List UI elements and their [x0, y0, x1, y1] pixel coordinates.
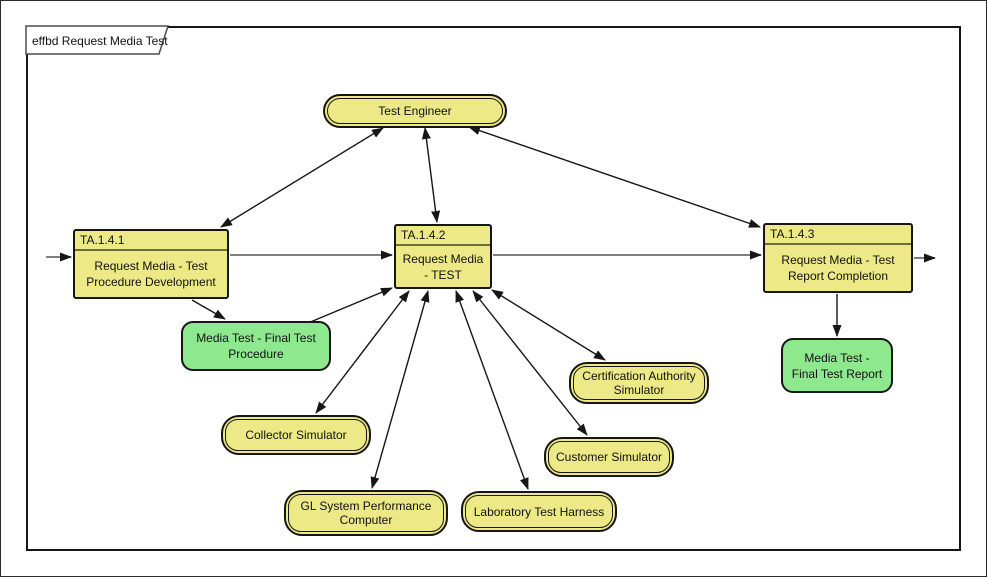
- node-ta143[interactable]: TA.1.4.3 Request Media - Test Report Com…: [763, 223, 913, 293]
- node-laboratory-test-harness[interactable]: Laboratory Test Harness: [461, 491, 617, 532]
- node-ta141[interactable]: TA.1.4.1 Request Media - Test Procedure …: [73, 229, 229, 299]
- diagram-frame: [26, 26, 961, 551]
- node-ta142[interactable]: TA.1.4.2 Request Media - TEST: [394, 224, 492, 289]
- node-certification-authority-simulator[interactable]: Certification Authority Simulator: [569, 362, 709, 404]
- diagram-tab-title: effbd Request Media Test: [32, 34, 168, 48]
- node-test-engineer-label: Test Engineer: [327, 98, 503, 124]
- node-certification-authority-simulator-label: Certification Authority Simulator: [573, 366, 705, 400]
- diagram-tab: [25, 25, 170, 55]
- node-final-test-procedure[interactable]: Media Test - Final Test Procedure: [181, 321, 331, 371]
- node-ta142-label: Request Media - TEST: [402, 251, 484, 282]
- node-gl-system-performance-computer-label: GL System Performance Computer: [288, 494, 444, 532]
- node-gl-system-performance-computer[interactable]: GL System Performance Computer: [284, 490, 448, 536]
- edge-test-engineer-ta141[interactable]: [220, 127, 384, 228]
- node-ta143-label: Request Media - Test Report Completion: [781, 253, 895, 283]
- node-collector-simulator-label: Collector Simulator: [225, 419, 367, 451]
- edge-ta141-final-test-procedure[interactable]: [191, 299, 226, 320]
- edge-test-engineer-ta143[interactable]: [468, 126, 761, 228]
- edge-ta142-laboratory-test-harness[interactable]: [455, 290, 529, 490]
- node-test-engineer[interactable]: Test Engineer: [323, 94, 507, 128]
- node-ta141-label: Request Media - Test Procedure Developme…: [86, 259, 216, 289]
- node-final-test-report-label: Media Test - Final Test Report: [791, 350, 883, 381]
- edge-ta142-customer-simulator[interactable]: [472, 290, 588, 436]
- node-collector-simulator[interactable]: Collector Simulator: [221, 415, 371, 455]
- edge-final-test-procedure-ta142[interactable]: [307, 287, 393, 324]
- node-ta141-number: TA.1.4.1: [75, 231, 227, 251]
- node-ta142-number: TA.1.4.2: [396, 226, 490, 246]
- node-ta143-number: TA.1.4.3: [765, 225, 911, 245]
- edge-test-engineer-ta142[interactable]: [421, 127, 441, 223]
- node-laboratory-test-harness-label: Laboratory Test Harness: [465, 495, 613, 528]
- node-customer-simulator-label: Customer Simulator: [548, 441, 670, 473]
- edge-ta142-gl-system-performance-computer[interactable]: [370, 290, 430, 489]
- edge-ta142-certification-authority-simulator[interactable]: [491, 289, 606, 361]
- node-final-test-procedure-label: Media Test - Final Test Procedure: [196, 331, 316, 361]
- node-customer-simulator[interactable]: Customer Simulator: [544, 437, 674, 477]
- node-final-test-report[interactable]: Media Test - Final Test Report: [781, 338, 893, 393]
